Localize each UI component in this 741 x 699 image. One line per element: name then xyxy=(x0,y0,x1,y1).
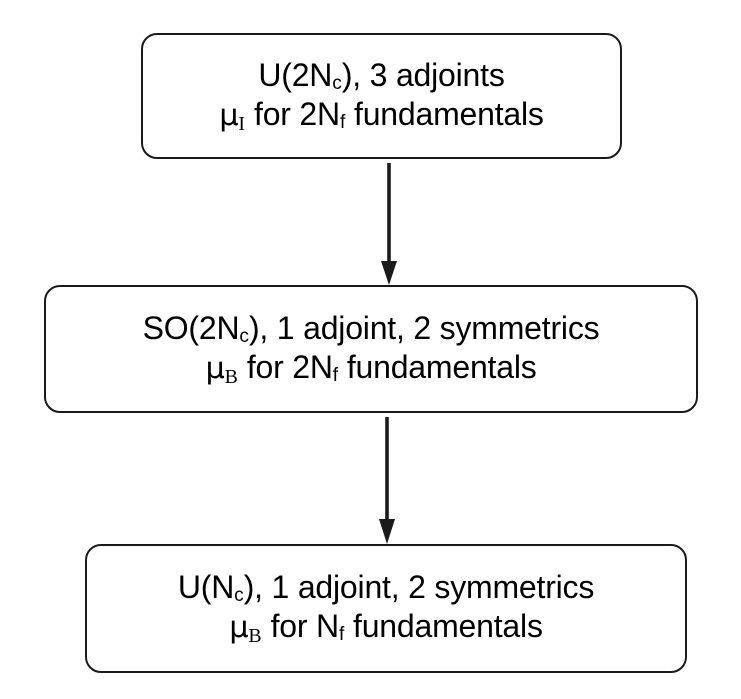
node-middle-line-1-prefix: SO(2N xyxy=(142,309,240,346)
node-bottom-line-1-suffix: ), 1 adjoint, 2 symmetrics xyxy=(243,569,595,606)
node-top-line-1: U(2Nc), 3 adjoints xyxy=(258,56,504,96)
arrow-top-to-middle xyxy=(381,163,397,285)
node-top-line-2-subscript: f xyxy=(339,111,346,133)
node-bottom-mu-symbol: μ xyxy=(229,610,249,646)
arrow-middle-to-bottom xyxy=(379,417,395,544)
node-bottom-line-2-subscript: f xyxy=(338,624,345,646)
node-bottom-line-1-prefix: U(N xyxy=(177,569,235,606)
node-bottom-line-2-spacer xyxy=(344,608,353,644)
node-top-line-2-spacer xyxy=(345,96,354,132)
node-top-line-1-subscript: c xyxy=(332,72,342,94)
node-middle-line-2-spacer xyxy=(338,349,347,385)
node-bottom-line-1: U(Nc), 1 adjoint, 2 symmetrics xyxy=(177,568,595,608)
node-middle-mu-subscript: B xyxy=(224,365,238,388)
node-bottom-mu-subscript: B xyxy=(248,625,262,648)
node-middle-line-1-suffix: ), 1 adjoint, 2 symmetrics xyxy=(248,309,600,346)
node-top-line-1-prefix: U(2N xyxy=(258,56,333,93)
node-middle-line-2-suffix: fundamentals xyxy=(346,348,537,385)
node-middle-mu-symbol: μ xyxy=(205,350,225,386)
node-middle-line-1-subscript: c xyxy=(239,325,249,347)
node-middle-line-1: SO(2Nc), 1 adjoint, 2 symmetrics xyxy=(143,309,600,349)
node-top-line-2-mid: for 2N xyxy=(254,95,340,132)
node-middle-line-2-mid: for 2N xyxy=(246,348,333,385)
node-bottom-line-1-subscript: c xyxy=(234,585,244,607)
node-top-line-2-suffix: fundamentals xyxy=(354,95,544,132)
node-top-mu-symbol: μ xyxy=(219,97,239,133)
node-top-line-1-suffix: ), 3 adjoints xyxy=(341,56,505,93)
node-bottom-line-2-suffix: fundamentals xyxy=(353,608,543,645)
node-top-mu-subscript: I xyxy=(238,112,245,135)
node-middle-line-2-subscript: f xyxy=(332,364,339,386)
node-bottom-line-2-mid: for N xyxy=(270,608,340,645)
